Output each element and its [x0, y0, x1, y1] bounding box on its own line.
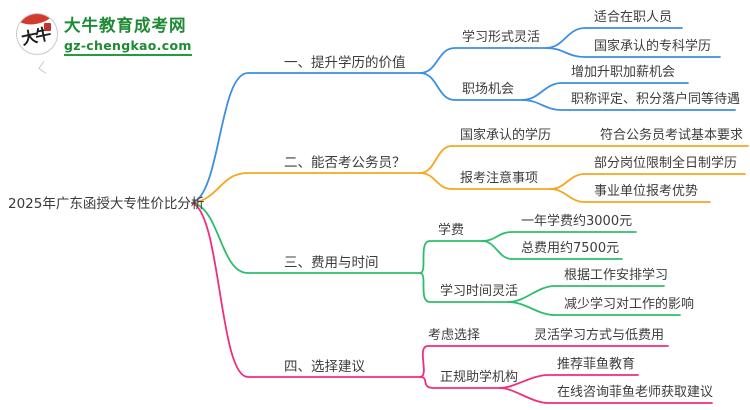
branch-1-leaf-1-1: 适合在职人员	[594, 10, 673, 25]
branch-3-leaf-2-2: 减少学习对工作的影响	[564, 297, 695, 312]
branch-2-leaf-2-2: 事业单位报考优势	[594, 184, 699, 199]
branch-1-lines	[191, 27, 736, 204]
site-name: 大牛教育成考网	[64, 16, 187, 35]
logo-seal-stamp-icon	[44, 23, 51, 31]
branch-1-leaf-2-2: 职称评定、积分落户同等待遇	[571, 92, 741, 107]
root-topic: 2025年广东函授大专性价比分析	[8, 196, 205, 212]
branch-4-lines	[191, 202, 713, 404]
branch-3-sub-1: 学费	[438, 223, 465, 238]
branch-3-label: 三、费用与时间	[284, 255, 379, 271]
branch-2-leaf-1-1: 符合公务员考试基本要求	[600, 128, 744, 143]
branch-4-sub-2: 正规助学机构	[440, 370, 519, 385]
branch-1-sub-2: 职场机会	[462, 82, 515, 97]
branch-4-sub-1: 考虑选择	[428, 328, 481, 343]
branch-2-leaf-2-1: 部分岗位限制全日制学历	[594, 156, 738, 171]
branch-1-leaf-1-2: 国家承认的专科学历	[594, 39, 712, 54]
branch-3-leaf-1-2: 总费用约7500元	[521, 241, 620, 256]
branch-3-sub-2: 学习时间灵活	[440, 284, 519, 299]
branch-4-leaf-1-1: 灵活学习方式与低费用	[534, 328, 665, 343]
branch-3-leaf-1-1: 一年学费约3000元	[521, 214, 633, 229]
branch-1-label: 一、提升学历的价值	[284, 55, 406, 71]
site-logo: 大牛 大牛教育成考网 gz-chengkao.com	[16, 13, 192, 74]
branch-3-leaf-2-1: 根据工作安排学习	[564, 268, 669, 283]
branch-2-sub-1: 国家承认的学历	[460, 128, 552, 143]
branch-2-lines	[191, 145, 749, 204]
branch-3-lines	[191, 202, 681, 316]
logo-bull-icon: 大牛	[16, 13, 58, 55]
branch-4-label: 四、选择建议	[284, 359, 365, 375]
branch-1-sub-1: 学习形式灵活	[462, 30, 541, 45]
branch-4-leaf-2-2: 在线咨询菲鱼老师获取建议	[557, 385, 714, 400]
site-domain: gz-chengkao.com	[64, 39, 192, 56]
logo-text-block: 大牛教育成考网 gz-chengkao.com	[64, 13, 192, 56]
branch-2-label: 二、能否考公务员？	[284, 155, 406, 171]
branch-2-sub-2: 报考注意事项	[460, 171, 539, 186]
branch-4-leaf-2-1: 推荐菲鱼教育	[557, 357, 636, 372]
branch-1-leaf-2-1: 增加升职加薪机会	[571, 65, 676, 80]
